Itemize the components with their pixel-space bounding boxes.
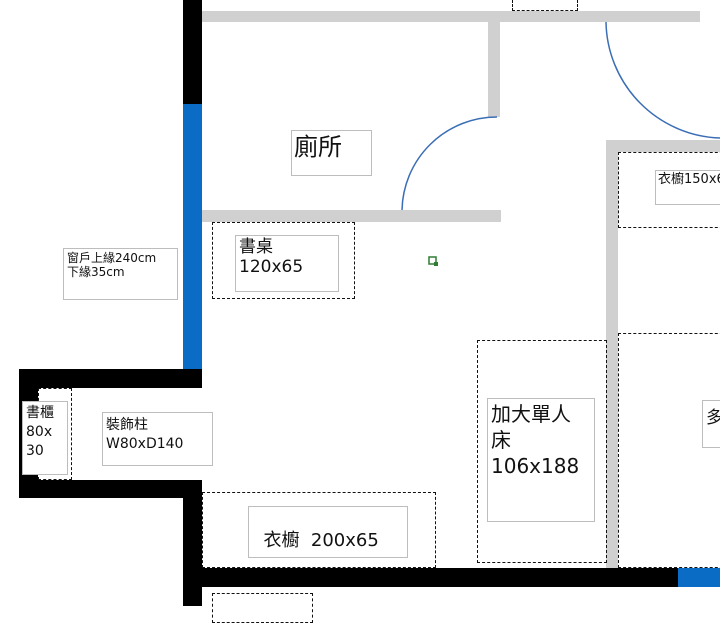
bed-label: 加大單人 床 106x188 — [487, 398, 595, 522]
toilet-bottom-wall — [202, 210, 501, 222]
bottom-partial-outline — [212, 593, 313, 623]
window-note-label: 窗戶上緣240cm 下緣35cm — [63, 248, 178, 300]
right-furniture-outline — [618, 333, 720, 568]
pillar-label: 裝飾柱 W80xD140 — [102, 412, 213, 466]
toilet-right-wall — [488, 22, 500, 117]
bottom-wall — [183, 568, 678, 587]
desk-label: 書桌 120x65 — [235, 235, 339, 292]
right-partial-label: 多 — [702, 400, 720, 448]
bookcase-label: 書櫃 80x 30 — [22, 401, 68, 475]
door-arcs — [401, 21, 720, 266]
desk-outline — [212, 222, 355, 299]
alcove-bottom-wall — [19, 480, 202, 498]
right-room-wall-top — [606, 140, 720, 152]
window-bottom-right — [678, 568, 720, 587]
alcove-top-wall — [19, 369, 202, 388]
bed-outline — [477, 340, 607, 563]
window-left — [183, 104, 202, 369]
floor-plan: { "colors": { "wall": "#000000", "interi… — [19, 0, 720, 623]
wardrobe-right-label: 衣櫥150x6 — [655, 170, 720, 205]
top-cabinet-outline — [512, 0, 578, 11]
wardrobe-bottom-outline — [202, 492, 436, 568]
left-wall-upper — [183, 0, 202, 104]
wardrobe-right-outline — [618, 152, 720, 228]
toilet-label: 廁所 — [291, 130, 372, 176]
top-interior-wall — [202, 11, 700, 22]
marker-icon — [428, 256, 437, 265]
toilet-door-arc — [401, 116, 498, 211]
right-room-wall-vertical — [606, 140, 618, 568]
wardrobe-bottom-label: 衣櫥 200x65 — [248, 506, 408, 558]
top-right-door-arc — [605, 21, 720, 139]
